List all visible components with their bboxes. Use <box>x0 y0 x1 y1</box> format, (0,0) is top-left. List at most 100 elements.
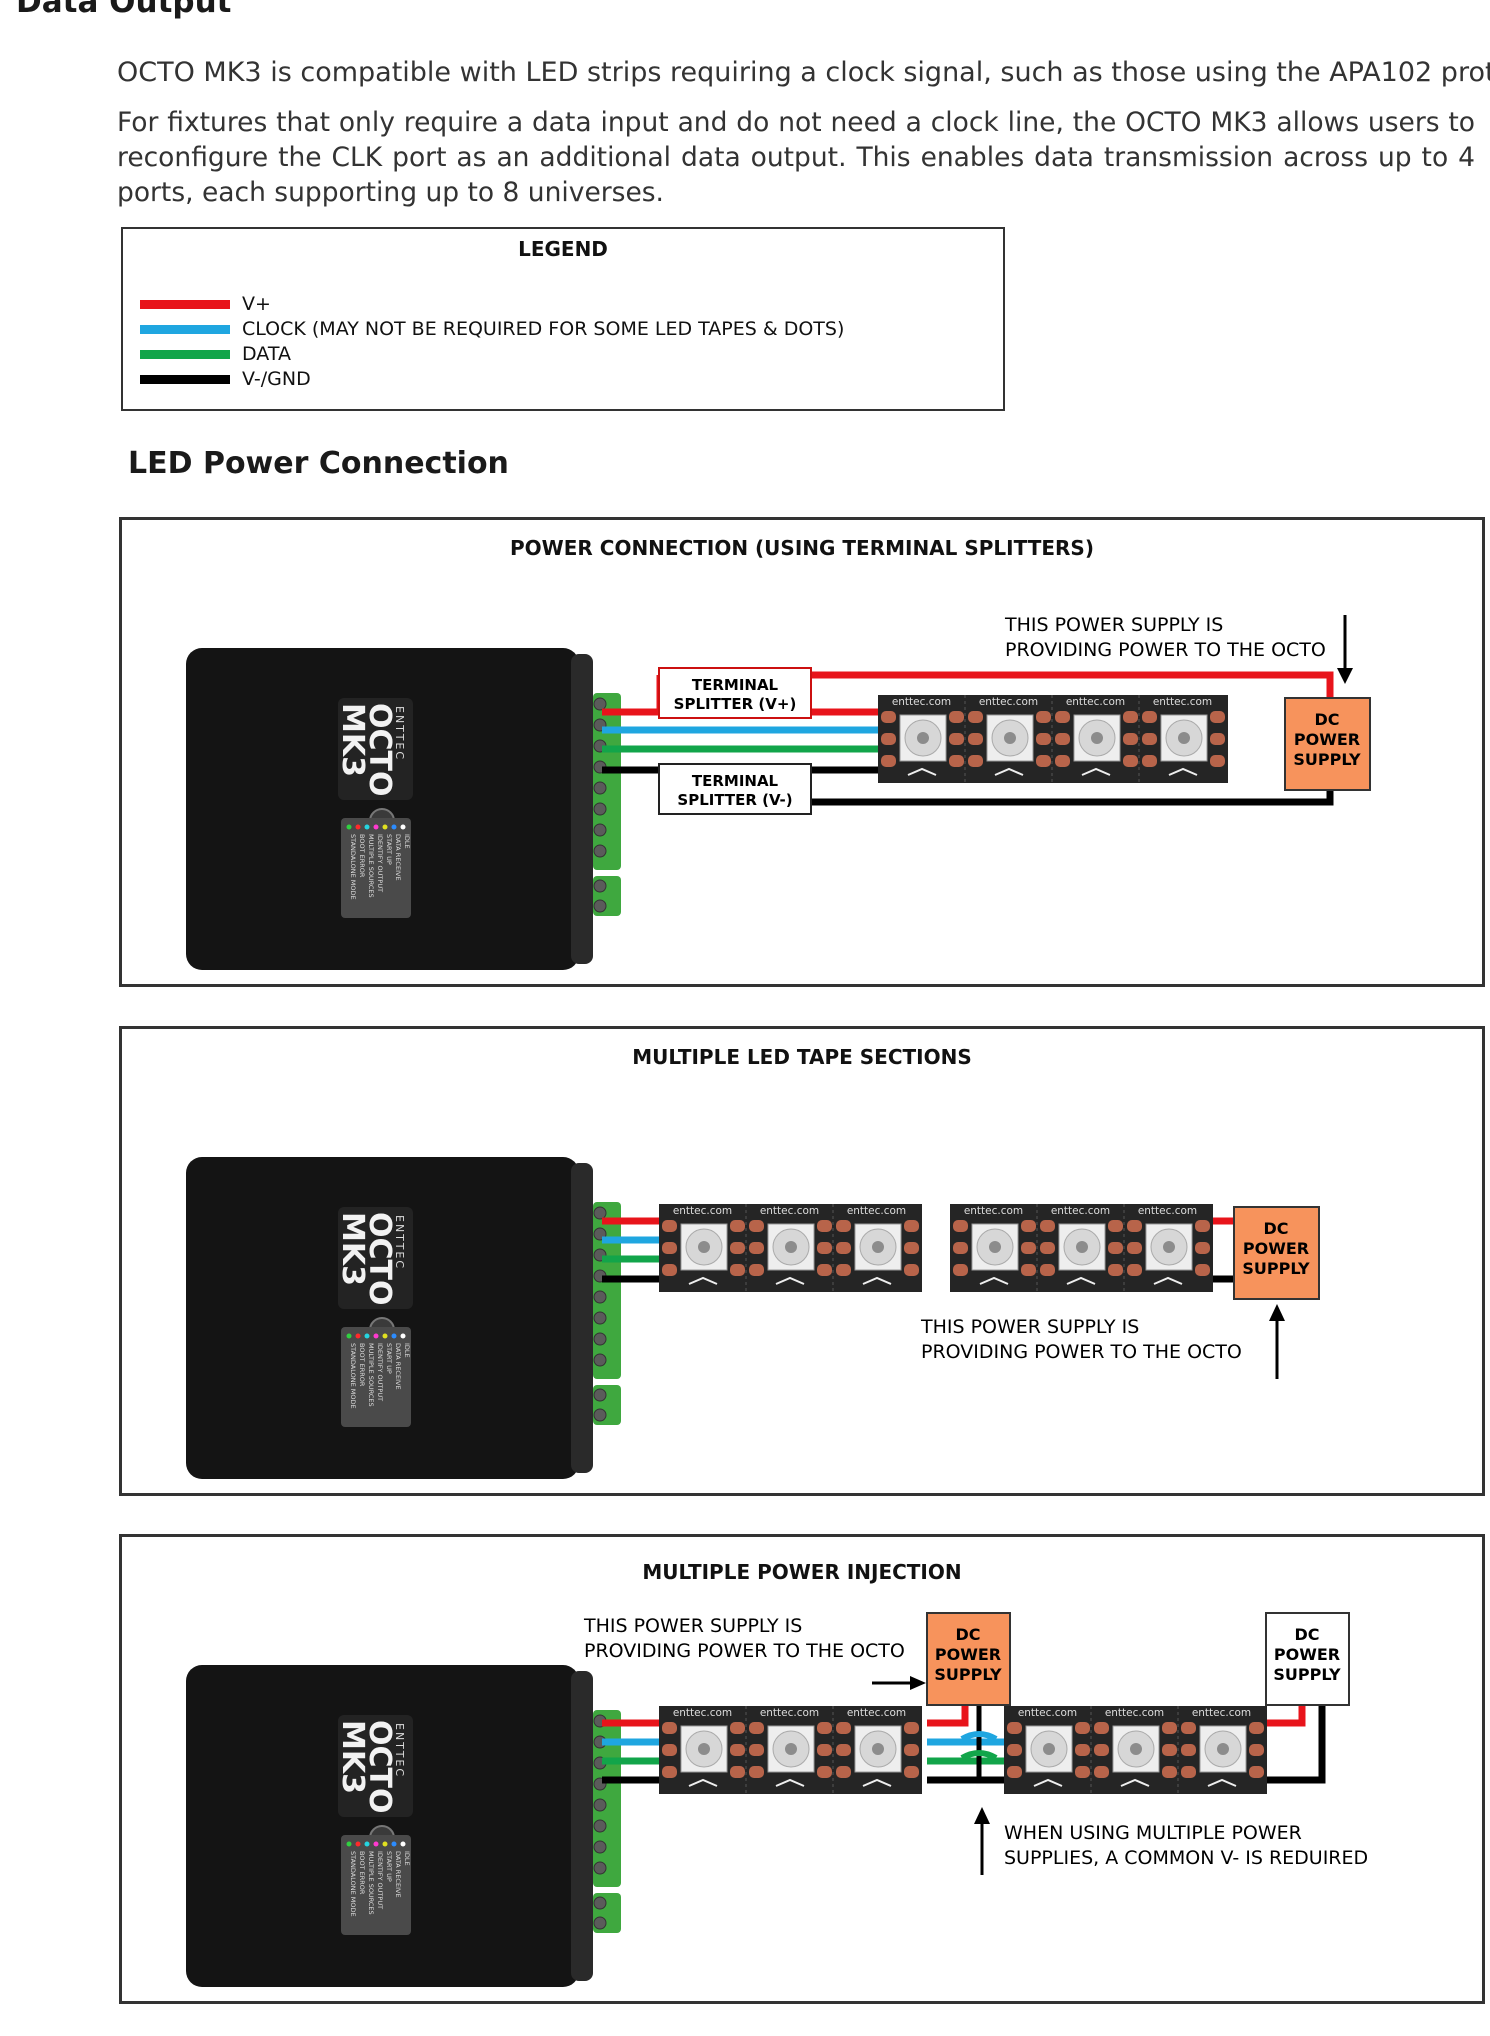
pixel-label: enttec.com <box>1018 1707 1077 1719</box>
legend-title: LEGEND <box>518 237 608 261</box>
tape-pad <box>836 1766 851 1778</box>
psu-label: POWER <box>935 1645 1001 1664</box>
power-note: PROVIDING POWER TO THE OCTO <box>1005 639 1326 661</box>
status-label: DATA RECEIVE <box>394 1343 402 1390</box>
tape-pad <box>949 755 964 767</box>
power-note: THIS POWER SUPPLY IS <box>1004 614 1223 636</box>
tape-pad <box>904 1220 919 1232</box>
gnd-swatch <box>140 374 230 384</box>
status-led <box>373 1333 379 1339</box>
tape-pad <box>1142 755 1157 767</box>
cut-mark <box>1207 1778 1237 1787</box>
terminal-screw <box>593 1311 607 1325</box>
cut-mark <box>862 1276 892 1285</box>
status-label: STANDALONE MODE <box>349 834 357 900</box>
tape-pad <box>836 1220 851 1232</box>
tape-pad <box>749 1264 764 1276</box>
tape-pad <box>817 1220 832 1232</box>
legend-label: CLOCK (MAY NOT BE REQUIRED FOR SOME LED … <box>242 318 845 340</box>
tape-pad <box>953 1220 968 1232</box>
status-label: STANDALONE MODE <box>349 1343 357 1409</box>
tape-pad <box>1036 711 1051 723</box>
led-die <box>872 1241 884 1253</box>
vplus-swatch <box>140 299 230 309</box>
diagram-title: MULTIPLE POWER INJECTION <box>642 1560 962 1584</box>
tape-pad <box>749 1722 764 1734</box>
tape-pad <box>1055 733 1070 745</box>
tape-pad <box>662 1242 677 1254</box>
tape-pad <box>817 1744 832 1756</box>
tape-pad <box>1021 1242 1036 1254</box>
cut-mark <box>1153 1276 1183 1285</box>
tape-pad <box>1123 755 1138 767</box>
device-model-line1: OCTO <box>362 1212 397 1306</box>
vplus-wire <box>812 671 1334 698</box>
clock-swatch <box>140 324 230 334</box>
power-note: PROVIDING POWER TO THE OCTO <box>584 1640 905 1662</box>
terminal-screw <box>593 1290 607 1304</box>
led-die <box>1043 1743 1055 1755</box>
pixel-label: enttec.com <box>1066 696 1125 708</box>
terminal-screw <box>593 1916 607 1930</box>
arrow-head <box>1269 1304 1285 1321</box>
tape-pad <box>949 711 964 723</box>
tape-pad <box>1123 711 1138 723</box>
tape-pad <box>881 711 896 723</box>
tape-pad <box>1142 733 1157 745</box>
tape-pad <box>881 733 896 745</box>
tape-pad <box>1123 733 1138 745</box>
terminal-screw <box>593 1353 607 1367</box>
tape-pad <box>836 1242 851 1254</box>
tape-pad <box>817 1766 832 1778</box>
tape-pad <box>749 1766 764 1778</box>
status-led <box>346 1333 352 1339</box>
terminal-screw <box>593 1388 607 1402</box>
cut-mark <box>688 1778 718 1787</box>
pixel-label: enttec.com <box>760 1707 819 1719</box>
led-die <box>1163 1241 1175 1253</box>
led-die <box>1178 732 1190 744</box>
cut-mark <box>1033 1778 1063 1787</box>
device-model-line2: MK3 <box>335 703 370 777</box>
splitter-label: TERMINAL <box>692 772 779 790</box>
legend-item-data: DATA <box>140 341 291 367</box>
psu-label: POWER <box>1294 730 1360 749</box>
status-led <box>355 1333 361 1339</box>
pixel-label: enttec.com <box>1105 1707 1164 1719</box>
psu-label: SUPPLY <box>934 1665 1002 1684</box>
pixel-label: enttec.com <box>1153 696 1212 708</box>
device-model-line2: MK3 <box>335 1720 370 1794</box>
tape-pad <box>836 1722 851 1734</box>
diagram-title: MULTIPLE LED TAPE SECTIONS <box>632 1045 972 1069</box>
tape-pad <box>1210 755 1225 767</box>
device-brand: ENTTEC <box>393 1215 406 1270</box>
tape-pad <box>1075 1722 1090 1734</box>
splitter-label: TERMINAL <box>692 676 779 694</box>
tape-pad <box>1162 1766 1177 1778</box>
pixel-label: enttec.com <box>673 1707 732 1719</box>
tape-pad <box>1055 755 1070 767</box>
pixel-label: enttec.com <box>1192 1707 1251 1719</box>
tape-pad <box>1195 1220 1210 1232</box>
status-led <box>391 1333 397 1339</box>
status-label: IDLE <box>403 1343 411 1358</box>
cut-mark <box>775 1778 805 1787</box>
arrow-head <box>910 1676 926 1690</box>
legend-item-vplus: V+ <box>140 291 271 317</box>
data-swatch <box>140 349 230 359</box>
device-model-line1: OCTO <box>362 1720 397 1814</box>
led-die <box>1130 1743 1142 1755</box>
psu-label: DC <box>955 1625 980 1644</box>
clock-crossover <box>960 1731 998 1742</box>
psu-label: SUPPLY <box>1293 750 1361 769</box>
tape-pad <box>662 1766 677 1778</box>
legend-label: V-/GND <box>242 368 311 390</box>
terminal-screw <box>593 697 607 711</box>
tape-pad <box>904 1744 919 1756</box>
